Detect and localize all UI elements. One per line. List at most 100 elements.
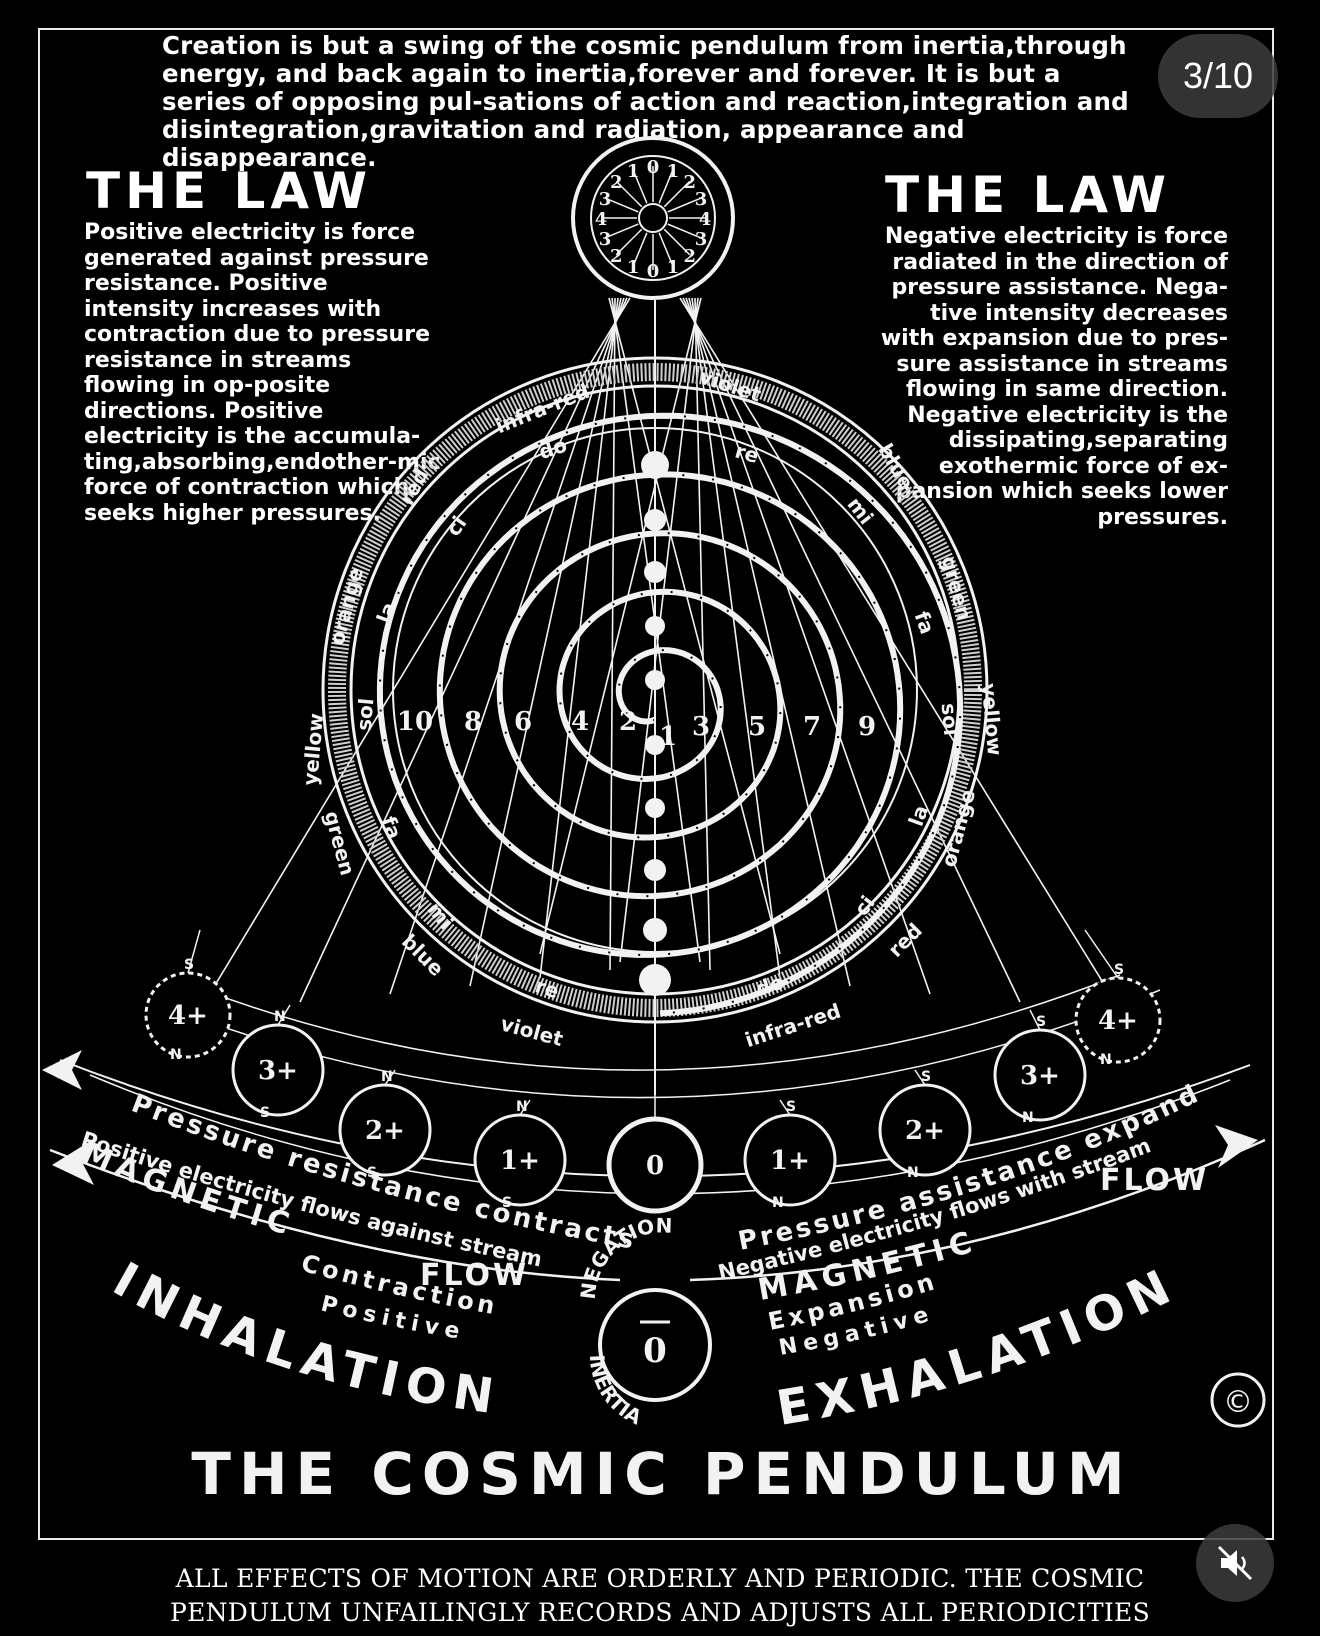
dial-number: 1 <box>627 161 640 182</box>
funnel-line <box>688 297 851 987</box>
axis-bead <box>644 509 666 531</box>
pole-label: S <box>367 1165 377 1181</box>
funnel-line <box>682 297 1021 1003</box>
left-arrow-icon <box>42 1050 82 1090</box>
dial-number: 2 <box>610 246 623 267</box>
funnel-lines <box>199 297 1121 1011</box>
dial-number: 2 <box>684 172 697 193</box>
funnel-line <box>539 297 702 955</box>
spectrum-label: mi <box>423 897 459 934</box>
dial-number: 0 <box>647 261 660 282</box>
dial-ray <box>632 169 648 204</box>
spectrum-label: re <box>732 439 761 469</box>
axis-bead <box>645 798 665 818</box>
funnel-line <box>679 297 1121 1011</box>
dial-ray <box>663 228 691 256</box>
spiral-number: 2 <box>619 707 637 737</box>
pendulum-ball-label: 3+ <box>1020 1061 1060 1091</box>
dial-ray <box>667 197 702 213</box>
dial-number: 1 <box>667 161 680 182</box>
footer-line-1: ALL EFFECTS OF MOTION ARE ORDERLY AND PE… <box>175 1564 1145 1593</box>
spiral-path <box>376 412 964 1017</box>
dial-number: 0 <box>647 157 660 178</box>
pendulum-ball <box>338 1083 432 1177</box>
dial-number: 2 <box>610 172 623 193</box>
pendulum-ball-label: 2+ <box>905 1116 945 1146</box>
muted-speaker-icon <box>1217 1545 1253 1581</box>
pole-label: S <box>921 1069 931 1085</box>
dial-ray <box>615 228 643 256</box>
pendulum-string <box>914 1069 926 1086</box>
funnel-line <box>609 297 616 971</box>
flow-arrows <box>42 1050 1258 1185</box>
spectrum-label: green <box>320 808 360 878</box>
axis-bead <box>645 616 665 636</box>
pendulum-ball <box>878 1083 972 1177</box>
spiral-number: 10 <box>397 707 433 737</box>
law-left-text: Positive electricity is force generated … <box>84 220 441 526</box>
pendulum-ball-label: 4+ <box>168 1001 208 1031</box>
mute-button[interactable] <box>1196 1524 1274 1602</box>
spiral <box>376 412 964 1017</box>
copyright-mark: © <box>1223 1385 1253 1420</box>
law-right-text: Negative electricity is force radiated i… <box>880 224 1228 530</box>
pendulum-ball-label: 0 <box>646 1151 664 1181</box>
axis-bead <box>645 670 665 690</box>
pendulum-string <box>384 1069 396 1086</box>
spectrum-label: yellow <box>298 712 328 786</box>
dial-number: 1 <box>667 257 680 278</box>
dial-ray <box>615 180 643 208</box>
left-flow-text: FLOW <box>420 1258 529 1293</box>
footer: ALL EFFECTS OF MOTION ARE ORDERLY AND PE… <box>70 1562 1250 1630</box>
law-left-title: THE LAW <box>86 162 372 220</box>
pole-label: N <box>274 1009 286 1025</box>
pole-label: S <box>260 1105 270 1121</box>
pole-label: S <box>786 1099 796 1115</box>
pendulum-ball <box>1074 976 1162 1064</box>
funnel-line <box>469 297 622 987</box>
pole-label: S <box>1036 1014 1046 1030</box>
left-arrow-icon <box>52 1140 94 1185</box>
funnel-line <box>299 297 628 1003</box>
pole-label: N <box>1022 1110 1034 1126</box>
pole-label: N <box>772 1195 784 1211</box>
pole-label: N <box>907 1165 919 1181</box>
axis-bead <box>639 964 671 996</box>
funnel-line <box>691 297 781 979</box>
dial-ray <box>658 232 674 267</box>
spectrum-label: fa <box>910 608 940 637</box>
pendulum-ball-label: 4+ <box>1098 1006 1138 1036</box>
dial-number: 3 <box>599 189 612 210</box>
dial-number: 1 <box>627 257 640 278</box>
right-flow-text: FLOW <box>1100 1163 1209 1198</box>
funnel-line <box>199 297 631 1011</box>
spiral-number: 1 <box>659 722 677 752</box>
funnel-line <box>694 297 711 971</box>
pendulum-ball <box>993 1028 1087 1122</box>
axis-bead <box>641 451 669 479</box>
dial-ray <box>604 223 639 239</box>
pole-label: N <box>516 1099 528 1115</box>
axis-bead <box>644 859 666 881</box>
pendulum-string <box>277 1004 291 1026</box>
pole-label: N <box>381 1069 393 1085</box>
pendulum-strings <box>187 929 1119 1119</box>
dial-number: 3 <box>695 229 708 250</box>
dial-number: 3 <box>599 229 612 250</box>
pole-label: S <box>502 1195 512 1211</box>
axis-bead <box>643 918 667 942</box>
pendulum-ball <box>743 1113 837 1207</box>
slide-counter-badge: 3/10 <box>1158 34 1278 118</box>
main-title: THE COSMIC PENDULUM <box>191 1440 1132 1508</box>
funnel-line <box>608 297 781 955</box>
pendulum-ball <box>473 1113 567 1207</box>
spectrum-label: sol <box>352 697 379 731</box>
pole-label: S <box>1114 962 1124 978</box>
dial-ray <box>658 169 674 204</box>
intro-paragraph: Creation is but a swing of the cosmic pe… <box>162 31 1129 172</box>
pendulum-ball-label: 2+ <box>365 1116 405 1146</box>
spiral-number: 7 <box>803 712 821 742</box>
